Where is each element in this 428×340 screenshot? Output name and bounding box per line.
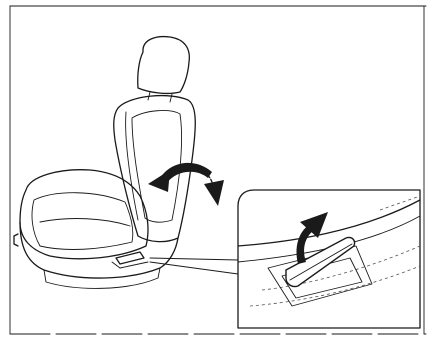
seat-icon [14, 37, 195, 289]
seat-side-lever [116, 252, 144, 264]
callout-leader-line [150, 262, 238, 274]
detail-inset [238, 190, 420, 328]
headrest [138, 37, 190, 94]
